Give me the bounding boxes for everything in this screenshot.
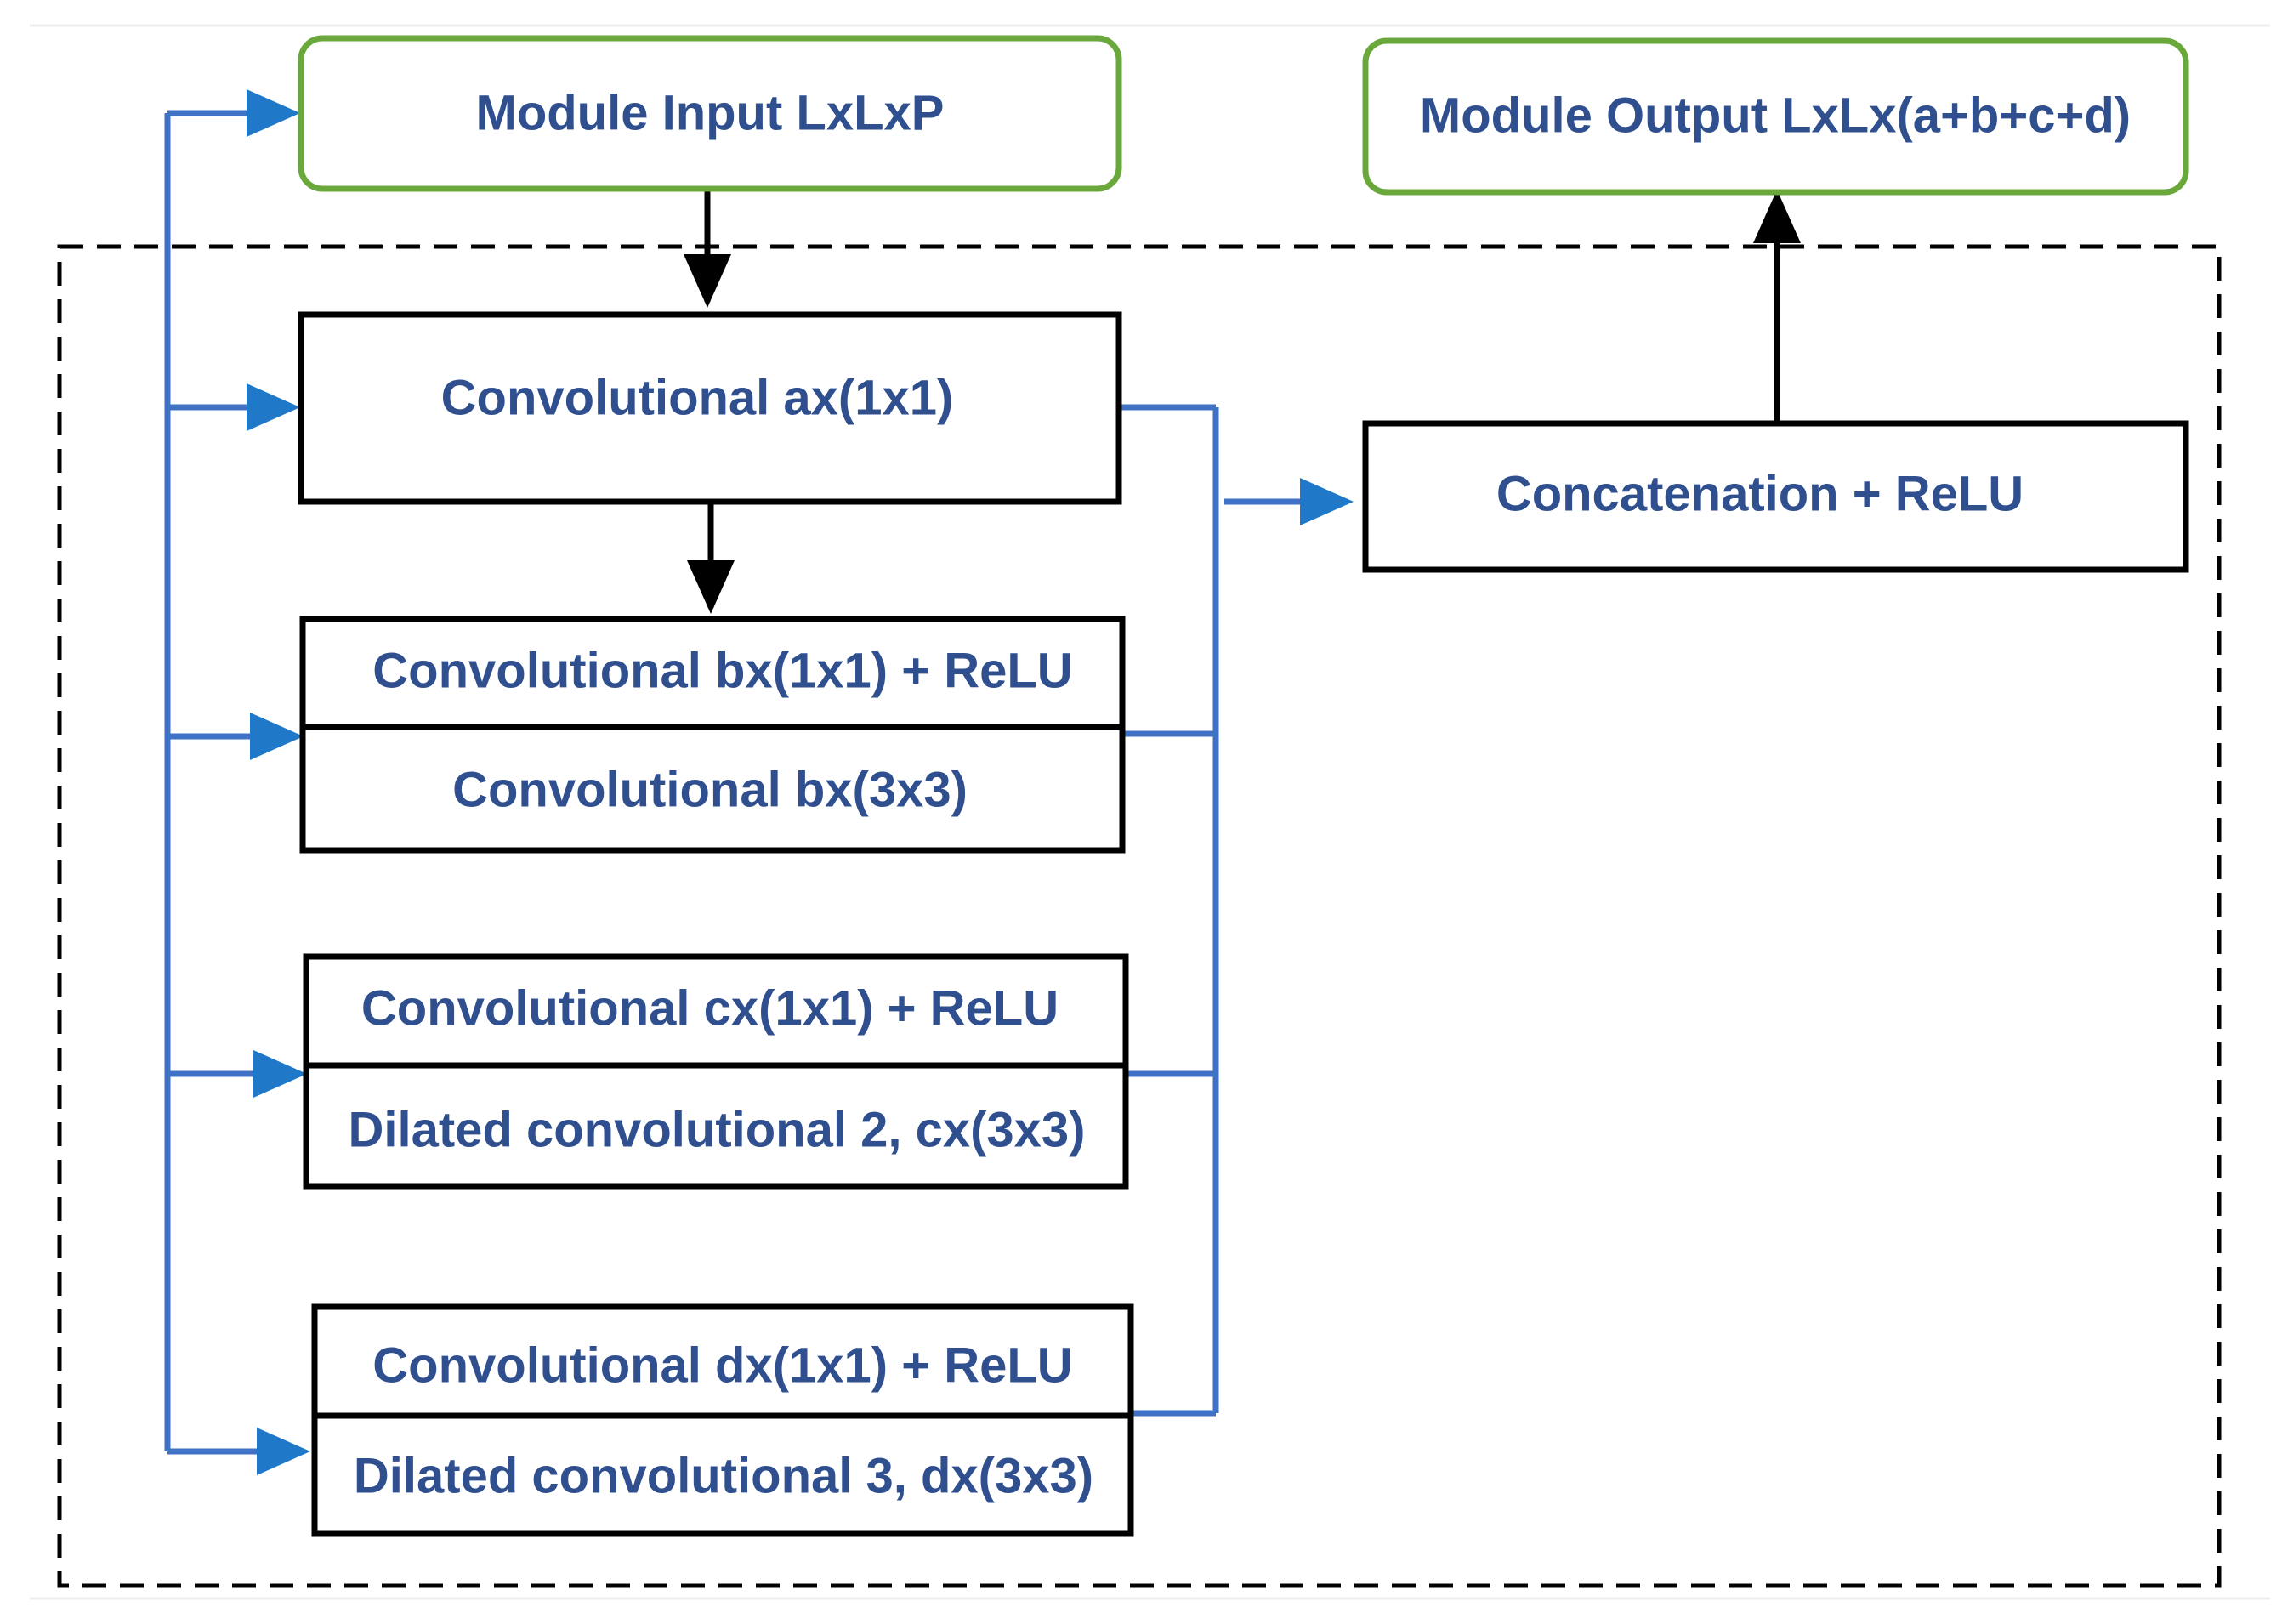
conv-b-box xyxy=(299,616,1126,854)
module-boundary xyxy=(57,244,2222,1588)
conv-b-bottom-label: Convolutional bx(3x3) xyxy=(452,762,968,817)
conv-c-box xyxy=(303,953,1129,1190)
concatenation-box xyxy=(1362,420,2189,573)
conv-a-box xyxy=(298,311,1122,505)
conv-a-label: Convolutional ax(1x1) xyxy=(441,370,954,425)
conv-b-top-label: Convolutional bx(1x1) + ReLU xyxy=(372,643,1072,698)
conv-d-bottom-label: Dilated convolutional 3, dx(3x3) xyxy=(354,1448,1093,1503)
conv-d-top-label: Convolutional dx(1x1) + ReLU xyxy=(372,1337,1072,1393)
conv-c-top-label: Convolutional cx(1x1) + ReLU xyxy=(361,980,1059,1036)
module-output-box xyxy=(1362,37,2189,196)
module-input-box xyxy=(298,35,1122,192)
module-input-label: Module Input LxLxP xyxy=(476,85,945,140)
module-output-label: Module Output LxLx(a+b+c+d) xyxy=(1420,88,2131,143)
conv-d-box xyxy=(311,1303,1134,1537)
conv-c-bottom-label: Dilated convolutional 2, cx(3x3) xyxy=(349,1102,1086,1157)
concatenation-label: Concatenation + ReLU xyxy=(1496,466,2024,521)
